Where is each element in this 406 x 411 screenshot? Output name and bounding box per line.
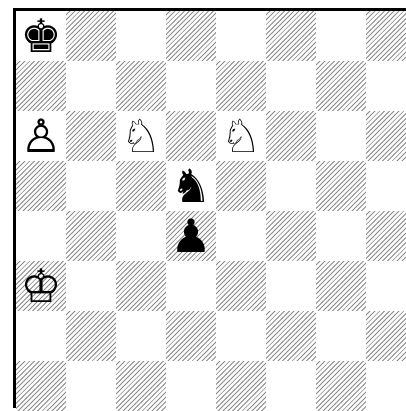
- square-e4[interactable]: [216, 211, 266, 261]
- white-knight-icon[interactable]: ♘: [216, 111, 266, 161]
- square-b3[interactable]: [66, 261, 116, 311]
- square-h7[interactable]: [366, 61, 406, 111]
- square-e7[interactable]: [216, 61, 266, 111]
- square-c7[interactable]: [116, 61, 166, 111]
- square-c5[interactable]: [116, 161, 166, 211]
- square-e8[interactable]: [216, 11, 266, 61]
- square-a7[interactable]: [16, 61, 66, 111]
- square-d2[interactable]: [166, 311, 216, 361]
- square-h4[interactable]: [366, 211, 406, 261]
- square-b5[interactable]: [66, 161, 116, 211]
- white-king-icon[interactable]: ♔: [16, 261, 66, 311]
- square-e1[interactable]: [216, 361, 266, 411]
- square-g8[interactable]: [316, 11, 366, 61]
- square-h8[interactable]: [366, 11, 406, 61]
- square-d8[interactable]: [166, 11, 216, 61]
- square-e2[interactable]: [216, 311, 266, 361]
- square-f2[interactable]: [266, 311, 316, 361]
- square-b6[interactable]: [66, 111, 116, 161]
- square-h6[interactable]: [366, 111, 406, 161]
- square-a4[interactable]: [16, 211, 66, 261]
- square-c2[interactable]: [116, 311, 166, 361]
- square-g6[interactable]: [316, 111, 366, 161]
- square-b1[interactable]: [66, 361, 116, 411]
- square-h2[interactable]: [366, 311, 406, 361]
- square-c1[interactable]: [116, 361, 166, 411]
- square-b4[interactable]: [66, 211, 116, 261]
- square-a1[interactable]: [16, 361, 66, 411]
- square-g2[interactable]: [316, 311, 366, 361]
- square-e5[interactable]: [216, 161, 266, 211]
- white-pawn-icon[interactable]: ♙: [16, 111, 66, 161]
- black-pawn-icon[interactable]: ♟: [166, 211, 216, 261]
- square-g7[interactable]: [316, 61, 366, 111]
- square-c4[interactable]: [116, 211, 166, 261]
- square-b2[interactable]: [66, 311, 116, 361]
- square-f4[interactable]: [266, 211, 316, 261]
- square-g5[interactable]: [316, 161, 366, 211]
- square-f8[interactable]: [266, 11, 316, 61]
- square-f5[interactable]: [266, 161, 316, 211]
- square-a5[interactable]: [16, 161, 66, 211]
- square-c3[interactable]: [116, 261, 166, 311]
- square-f7[interactable]: [266, 61, 316, 111]
- square-d7[interactable]: [166, 61, 216, 111]
- square-b8[interactable]: [66, 11, 116, 61]
- square-e3[interactable]: [216, 261, 266, 311]
- square-a2[interactable]: [16, 311, 66, 361]
- square-g4[interactable]: [316, 211, 366, 261]
- square-d1[interactable]: [166, 361, 216, 411]
- white-knight-icon[interactable]: ♘: [116, 111, 166, 161]
- square-f6[interactable]: [266, 111, 316, 161]
- square-h5[interactable]: [366, 161, 406, 211]
- square-d3[interactable]: [166, 261, 216, 311]
- square-h3[interactable]: [366, 261, 406, 311]
- square-g1[interactable]: [316, 361, 366, 411]
- square-d6[interactable]: [166, 111, 216, 161]
- square-g3[interactable]: [316, 261, 366, 311]
- square-b7[interactable]: [66, 61, 116, 111]
- black-knight-icon[interactable]: ♞: [166, 161, 216, 211]
- square-f3[interactable]: [266, 261, 316, 311]
- square-f1[interactable]: [266, 361, 316, 411]
- black-king-icon[interactable]: ♚: [16, 11, 66, 61]
- chess-board[interactable]: ♚ ♙ ♘ ♘♞♟ ♔: [16, 11, 406, 411]
- square-h1[interactable]: [366, 361, 406, 411]
- square-c8[interactable]: [116, 11, 166, 61]
